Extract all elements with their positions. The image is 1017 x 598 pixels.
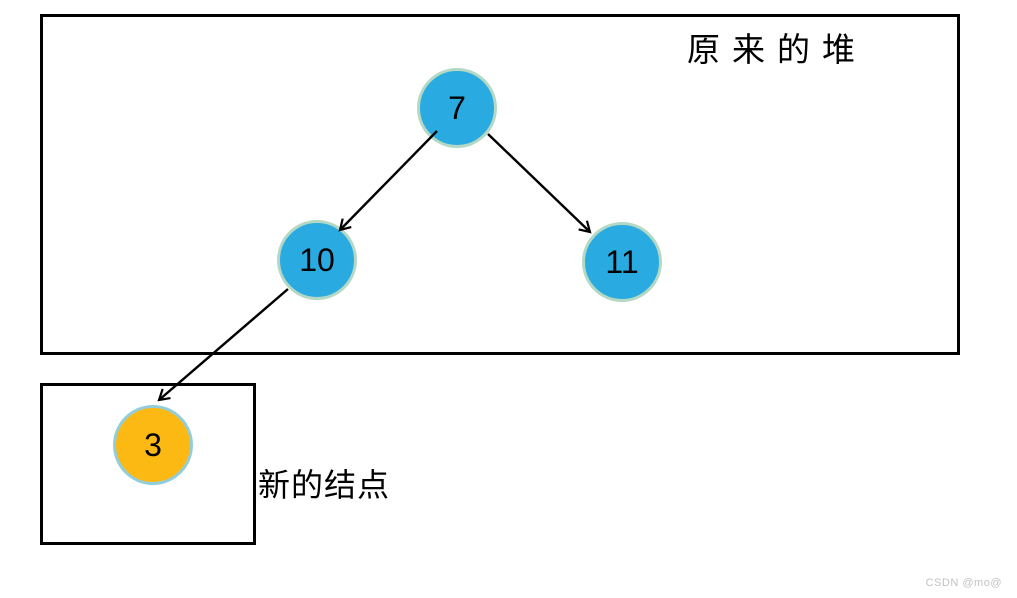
new-heap-node: 3 xyxy=(113,405,193,485)
new-node-box xyxy=(40,383,256,545)
original-heap-box xyxy=(40,14,960,355)
heap-node-left-child: 10 xyxy=(277,220,357,300)
heap-node-root-value: 7 xyxy=(448,89,466,126)
watermark: CSDN @mo@ xyxy=(925,577,1002,589)
original-heap-label: 原来的堆 xyxy=(687,33,867,69)
new-node-label: 新的结点 xyxy=(258,467,391,503)
heap-node-root: 7 xyxy=(417,68,497,148)
new-heap-node-value: 3 xyxy=(144,426,162,463)
heap-node-right-value: 11 xyxy=(605,243,639,280)
heap-node-left-value: 10 xyxy=(299,241,335,278)
heap-node-right-child: 11 xyxy=(582,222,662,302)
